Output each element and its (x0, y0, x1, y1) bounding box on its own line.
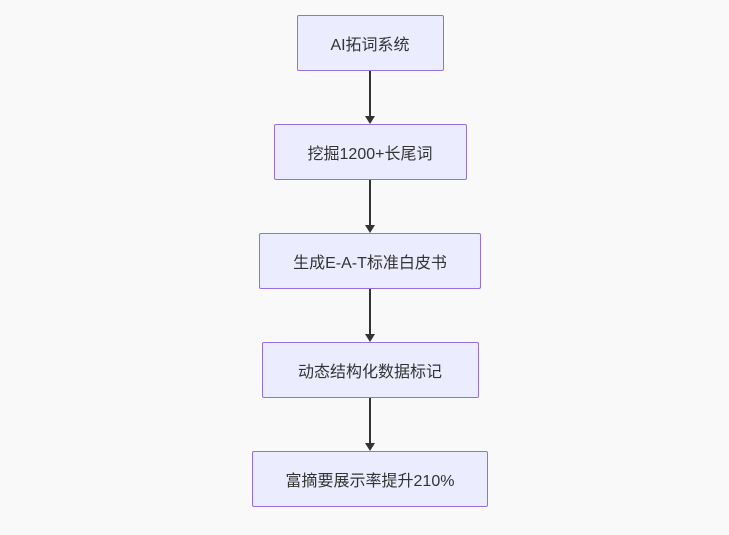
flow-node-ai-word-expansion: AI拓词系统 (296, 15, 444, 71)
flow-node-longtail-mining: 挖掘1200+长尾词 (273, 124, 467, 180)
arrow-b-to-c (365, 180, 375, 233)
arrowhead-down-icon (365, 334, 375, 342)
arrow-line (369, 289, 371, 334)
arrow-a-to-b (365, 71, 375, 124)
arrow-line (369, 71, 371, 116)
arrow-c-to-d (365, 289, 375, 342)
flow-node-rich-snippet-result: 富摘要展示率提升210% (252, 451, 488, 507)
arrow-line (369, 180, 371, 225)
arrow-line (369, 398, 371, 443)
flowchart: AI拓词系统 挖掘1200+长尾词 生成E-A-T标准白皮书 动态结构化数据标记… (252, 15, 488, 507)
arrowhead-down-icon (365, 225, 375, 233)
arrowhead-down-icon (365, 443, 375, 451)
flow-node-eat-whitepaper: 生成E-A-T标准白皮书 (259, 233, 481, 289)
arrowhead-down-icon (365, 116, 375, 124)
arrow-d-to-e (365, 398, 375, 451)
flow-node-structured-data-markup: 动态结构化数据标记 (261, 342, 479, 398)
